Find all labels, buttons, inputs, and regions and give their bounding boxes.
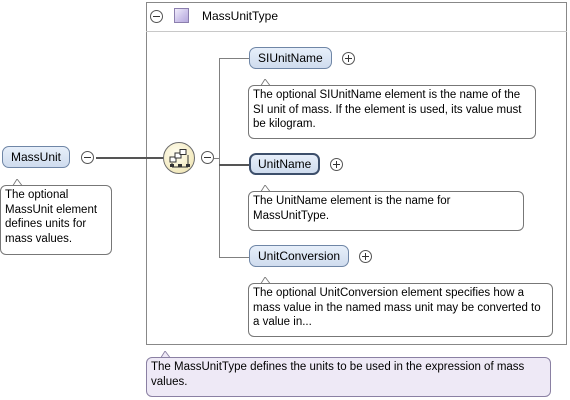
type-header-separator — [146, 31, 567, 32]
sequence-icon — [169, 149, 190, 168]
root-annotation: The optional MassUnit element defines un… — [0, 185, 112, 255]
connector-child-1 — [219, 58, 249, 59]
child-element-siunitname[interactable]: SIUnitName — [249, 47, 332, 69]
type-name: MassUnitType — [202, 9, 279, 23]
connector-children-spine — [219, 58, 220, 258]
unitconversion-annotation: The optional UnitConversion element spec… — [248, 283, 553, 337]
connector-root-to-compositor — [96, 157, 164, 159]
sequence-compositor[interactable] — [163, 142, 195, 174]
connector-child-2 — [219, 164, 249, 166]
collapse-type-icon[interactable] — [150, 10, 163, 23]
complex-type-icon — [174, 8, 189, 23]
collapse-root-icon[interactable] — [81, 151, 94, 164]
unitname-annotation: The UnitName element is the name for Mas… — [248, 191, 524, 231]
expand-unitconversion-icon[interactable] — [359, 250, 372, 263]
expand-unitname-icon[interactable] — [330, 158, 343, 171]
connector-compositor-stub — [214, 158, 219, 159]
siunitname-annotation: The optional SIUnitName element is the n… — [248, 85, 536, 139]
connector-child-3 — [219, 257, 249, 258]
child-element-unitname[interactable]: UnitName — [249, 153, 321, 175]
expand-siunitname-icon[interactable] — [342, 52, 355, 65]
type-annotation: The MassUnitType defines the units to be… — [146, 357, 551, 397]
child-element-unitconversion[interactable]: UnitConversion — [249, 245, 350, 267]
collapse-compositor-icon[interactable] — [201, 151, 214, 164]
root-element-massunit[interactable]: MassUnit — [2, 146, 71, 168]
